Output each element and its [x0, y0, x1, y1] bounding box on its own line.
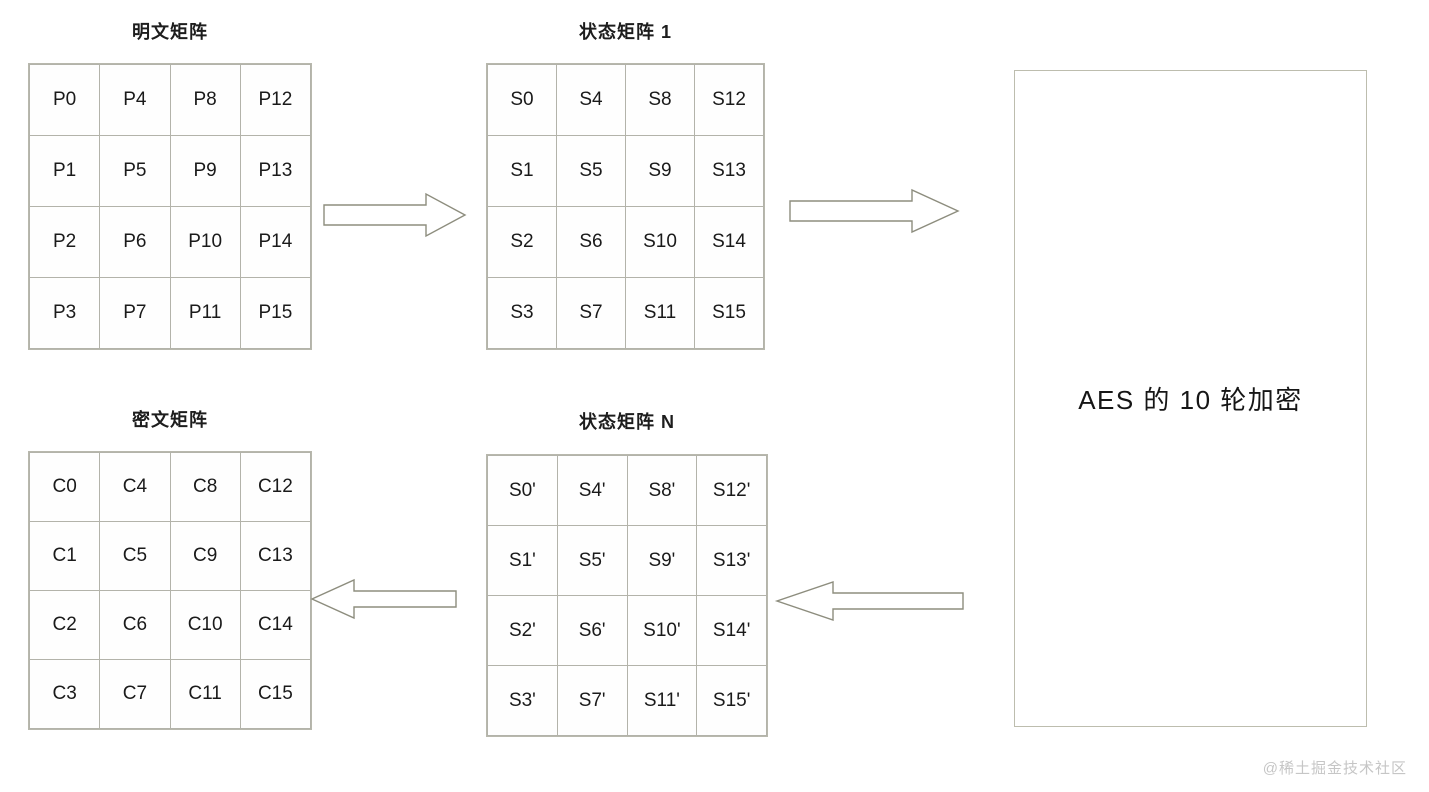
table-row: S1 S5 S9 S13	[487, 135, 764, 207]
matrix-cell: S3'	[487, 665, 558, 736]
table-row: S3' S7' S11' S15'	[487, 665, 767, 736]
matrix-cell: P15	[239, 277, 312, 349]
state-matrix-n-title: 状态矩阵 N	[579, 412, 675, 432]
plaintext-matrix-title: 明文矩阵	[132, 22, 208, 42]
matrix-cell: C11	[169, 659, 241, 729]
matrix-cell: C14	[239, 590, 312, 660]
matrix-cell: S5	[556, 135, 626, 207]
matrix-cell: S2'	[487, 595, 558, 666]
matrix-cell: S2	[487, 206, 557, 278]
matrix-cell: S3	[487, 277, 557, 349]
table-row: C2 C6 C10 C14	[28, 590, 312, 660]
table-row: S2' S6' S10' S14'	[487, 595, 767, 666]
matrix-cell: C9	[169, 521, 241, 591]
state-matrix-1-title: 状态矩阵 1	[578, 22, 672, 42]
matrix-cell: S15	[694, 277, 764, 349]
matrix-cell: C6	[99, 590, 171, 660]
table-row: S0' S4' S8' S12'	[487, 455, 767, 526]
table-row: C1 C5 C9 C13	[28, 521, 312, 591]
aes-encryption-box: AES 的 10 轮加密	[1014, 70, 1367, 727]
matrix-cell: C13	[239, 521, 312, 591]
matrix-cell: C5	[99, 521, 171, 591]
matrix-cell: S8'	[626, 455, 698, 526]
matrix-cell: S10	[625, 206, 695, 278]
matrix-cell: C3	[28, 659, 101, 729]
matrix-cell: P3	[28, 277, 101, 349]
matrix-cell: S1	[487, 135, 557, 207]
matrix-cell: S0	[487, 64, 557, 136]
matrix-cell: S0'	[487, 455, 558, 526]
matrix-cell: C1	[28, 521, 101, 591]
matrix-cell: P11	[169, 277, 241, 349]
matrix-cell: C4	[99, 452, 171, 522]
table-row: C3 C7 C11 C15	[28, 659, 312, 729]
arrow-aes-to-stateN-icon	[774, 580, 965, 622]
matrix-cell: S13'	[696, 525, 767, 596]
matrix-cell: C7	[99, 659, 171, 729]
table-row: S2 S6 S10 S14	[487, 206, 764, 278]
matrix-cell: P14	[239, 206, 312, 278]
matrix-cell: S14	[694, 206, 764, 278]
matrix-cell: S7	[556, 277, 626, 349]
matrix-cell: P13	[239, 135, 312, 207]
matrix-cell: P1	[28, 135, 101, 207]
table-row: P1 P5 P9 P13	[28, 135, 312, 207]
matrix-cell: S13	[694, 135, 764, 207]
plaintext-matrix: P0 P4 P8 P12 P1 P5 P9 P13 P2 P6 P10 P14 …	[28, 63, 312, 350]
matrix-cell: S1'	[487, 525, 558, 596]
arrow-state1-to-aes-icon	[788, 188, 960, 234]
watermark: @稀土掘金技术社区	[1262, 760, 1407, 777]
matrix-cell: C8	[169, 452, 241, 522]
matrix-cell: P9	[169, 135, 241, 207]
matrix-cell: C10	[169, 590, 241, 660]
matrix-cell: S4'	[556, 455, 628, 526]
matrix-cell: C12	[239, 452, 312, 522]
matrix-cell: S14'	[696, 595, 767, 666]
ciphertext-matrix-title: 密文矩阵	[132, 410, 208, 430]
arrow-stateN-to-ciphertext-icon	[310, 578, 458, 620]
matrix-cell: C15	[239, 659, 312, 729]
aes-encryption-label: AES 的 10 轮加密	[1078, 385, 1303, 415]
table-row: P0 P4 P8 P12	[28, 64, 312, 136]
state-matrix-n: S0' S4' S8' S12' S1' S5' S9' S13' S2' S6…	[486, 454, 768, 737]
matrix-cell: S12	[694, 64, 764, 136]
table-row: S0 S4 S8 S12	[487, 64, 764, 136]
table-row: C0 C4 C8 C12	[28, 452, 312, 522]
state-matrix-1: S0 S4 S8 S12 S1 S5 S9 S13 S2 S6 S10 S14 …	[486, 63, 765, 350]
matrix-cell: P0	[28, 64, 101, 136]
matrix-cell: P2	[28, 206, 101, 278]
table-row: P3 P7 P11 P15	[28, 277, 312, 349]
matrix-cell: P10	[169, 206, 241, 278]
matrix-cell: S12'	[696, 455, 767, 526]
matrix-cell: P12	[239, 64, 312, 136]
matrix-cell: S9	[625, 135, 695, 207]
matrix-cell: S7'	[556, 665, 628, 736]
matrix-cell: P5	[99, 135, 171, 207]
matrix-cell: P7	[99, 277, 171, 349]
matrix-cell: C0	[28, 452, 101, 522]
matrix-cell: S11'	[626, 665, 698, 736]
matrix-cell: S6'	[556, 595, 628, 666]
matrix-cell: S5'	[556, 525, 628, 596]
matrix-cell: S8	[625, 64, 695, 136]
matrix-cell: S9'	[626, 525, 698, 596]
matrix-cell: S6	[556, 206, 626, 278]
table-row: S1' S5' S9' S13'	[487, 525, 767, 596]
matrix-cell: C2	[28, 590, 101, 660]
matrix-cell: S4	[556, 64, 626, 136]
ciphertext-matrix: C0 C4 C8 C12 C1 C5 C9 C13 C2 C6 C10 C14 …	[28, 451, 312, 730]
matrix-cell: P8	[169, 64, 241, 136]
arrow-plaintext-to-state1-icon	[322, 192, 467, 238]
table-row: P2 P6 P10 P14	[28, 206, 312, 278]
matrix-cell: S11	[625, 277, 695, 349]
table-row: S3 S7 S11 S15	[487, 277, 764, 349]
matrix-cell: S10'	[626, 595, 698, 666]
matrix-cell: P4	[99, 64, 171, 136]
matrix-cell: P6	[99, 206, 171, 278]
matrix-cell: S15'	[696, 665, 767, 736]
